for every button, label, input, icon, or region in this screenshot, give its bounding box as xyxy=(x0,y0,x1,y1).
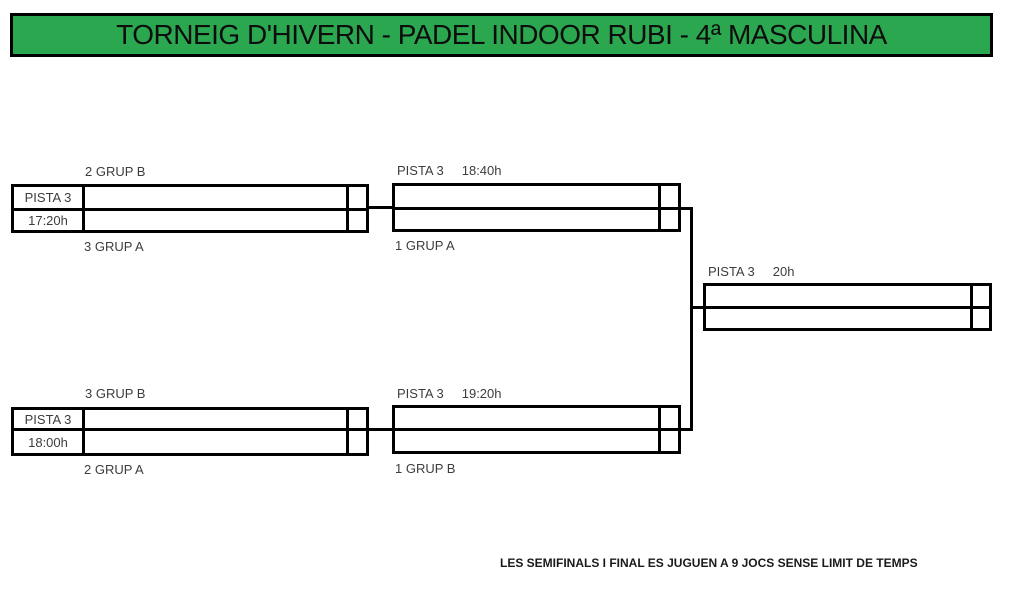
seed-label-round1-top-lower: 3 GRUP A xyxy=(84,239,144,254)
score-cell-bottom xyxy=(970,306,989,328)
match-semifinal-top xyxy=(392,183,681,232)
match-info-label-final: PISTA 3 20h xyxy=(708,264,794,279)
title-banner: TORNEIG D'HIVERN - PADEL INDOOR RUBI - 4… xyxy=(10,13,993,57)
score-cell-top xyxy=(346,410,366,428)
score-cell-bottom xyxy=(658,207,678,229)
time-label: 19:20h xyxy=(461,386,502,401)
seed-label-round1-top-upper: 2 GRUP B xyxy=(85,164,146,179)
footnote: LES SEMIFINALS I FINAL ES JUGUEN A 9 JOC… xyxy=(500,556,918,570)
time-label: 18:40h xyxy=(461,163,502,178)
court-label: PISTA 3 xyxy=(397,386,444,401)
score-cell-top xyxy=(658,408,678,428)
bracket-connector-to-final xyxy=(690,306,703,309)
team-slot-top xyxy=(706,286,970,306)
score-cell-top xyxy=(346,187,366,208)
score-cell-bottom xyxy=(346,428,366,453)
team-slot-bottom xyxy=(82,208,346,230)
seed-label-round1-bottom-lower: 2 GRUP A xyxy=(84,462,144,477)
bracket-connector-sf1-exit xyxy=(681,207,693,210)
score-cell-top xyxy=(658,186,678,207)
court-label: PISTA 3 xyxy=(708,264,755,279)
score-cell-bottom xyxy=(346,208,366,230)
bracket-connector-sf2-exit xyxy=(681,428,693,431)
score-cell-top xyxy=(970,286,989,306)
court-cell: PISTA 3 xyxy=(24,411,72,427)
seed-label-semifinal-top-lower: 1 GRUP A xyxy=(395,238,455,253)
bracket-connector-r1top-to-sf1 xyxy=(369,206,392,209)
page-title: TORNEIG D'HIVERN - PADEL INDOOR RUBI - 4… xyxy=(116,19,887,50)
court-label: PISTA 3 xyxy=(397,163,444,178)
match-semifinal-bottom xyxy=(392,405,681,454)
match-round1-top: PISTA 3 17:20h xyxy=(11,184,369,233)
team-slot-bottom xyxy=(395,207,658,229)
team-slot-bottom xyxy=(82,428,346,453)
team-slot-bottom xyxy=(706,306,970,328)
team-slot-bottom xyxy=(395,428,658,451)
seed-label-semifinal-bottom-lower: 1 GRUP B xyxy=(395,461,456,476)
match-round1-bottom: PISTA 3 18:00h xyxy=(11,407,369,456)
team-slot-top xyxy=(82,187,346,208)
bracket-connector-vertical xyxy=(690,207,693,431)
seed-label-round1-bottom-upper: 3 GRUP B xyxy=(85,386,146,401)
time-cell: 17:20h xyxy=(14,208,82,230)
team-slot-top xyxy=(82,410,346,428)
bracket-connector-r1bottom-to-sf2 xyxy=(369,428,392,431)
court-cell: PISTA 3 xyxy=(24,190,72,205)
time-cell: 18:00h xyxy=(14,428,82,453)
match-info-label-semifinal-top: PISTA 3 18:40h xyxy=(397,163,502,178)
team-slot-top xyxy=(395,408,658,428)
team-slot-top xyxy=(395,186,658,207)
score-cell-bottom xyxy=(658,428,678,451)
time-label: 20h xyxy=(772,264,795,279)
match-final xyxy=(703,283,992,331)
match-info-label-semifinal-bottom: PISTA 3 19:20h xyxy=(397,386,502,401)
